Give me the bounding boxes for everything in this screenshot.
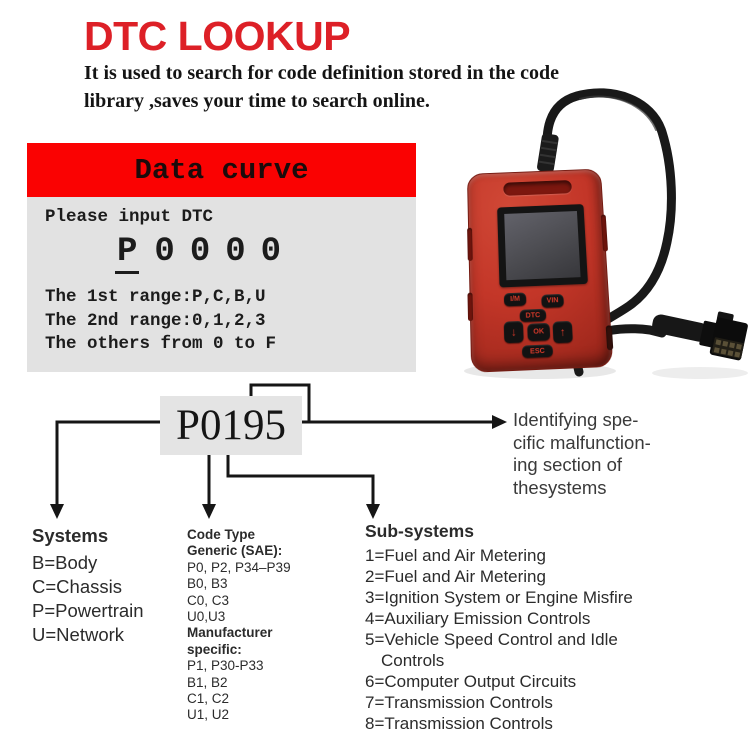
systems-column: Systems B=Body C=Chassis P=Powertrain U=… (32, 524, 144, 647)
arrowhead-systems (50, 504, 64, 519)
obd2-scanner-device: I/M VIN DTC ↓ OK ↑ ESC (466, 168, 614, 373)
systems-item: U=Network (32, 624, 125, 645)
device-vin-button: VIN (541, 293, 564, 308)
systems-header: Systems (32, 525, 109, 546)
device-dtc-button: DTC (519, 308, 547, 323)
manufacturer-item: B1, B2 (187, 674, 228, 690)
device-top-slot (503, 180, 573, 196)
dtc-code-letter: P (115, 233, 140, 274)
systems-item: C=Chassis (32, 576, 122, 597)
sub-systems-item: 1=Fuel and Air Metering (365, 546, 546, 565)
range-hint: The 1st range:P,C,B,U (45, 287, 266, 307)
sub-systems-item: 4=Auxiliary Emission Controls (365, 609, 591, 628)
dtc-range-hints: The 1st range:P,C,B,U The 2nd range:0,1,… (45, 286, 398, 357)
manufacturer-item: C1, C2 (187, 691, 230, 707)
sub-systems-column: Sub-systems 1=Fuel and Air Metering 2=Fu… (365, 521, 633, 734)
device-im-button: I/M (503, 292, 527, 307)
sub-systems-item: 2=Fuel and Air Metering (365, 567, 546, 586)
panel-body: Please input DTC P 0 0 0 0 The 1st range… (27, 197, 416, 372)
panel-banner: Data curve (27, 143, 416, 197)
generic-item: C0, C3 (187, 592, 230, 608)
device-side-notch (600, 214, 609, 252)
page-title: DTC LOOKUP (84, 13, 351, 59)
device-down-arrow-button: ↓ (503, 320, 524, 344)
obd-connector-plug (652, 311, 748, 361)
dtc-code-digit: 0 (225, 233, 246, 271)
device-up-arrow-button: ↑ (552, 320, 573, 344)
dtc-code-input: P 0 0 0 0 (115, 233, 398, 274)
device-screen-bezel (497, 204, 588, 288)
arrowhead-code-type (202, 504, 216, 519)
panel-banner-label: Data curve (134, 153, 309, 187)
data-curve-panel: Data curve Please input DTC P 0 0 0 0 Th… (27, 143, 416, 372)
sub-systems-item: 3=Ignition System or Engine Misfire (365, 588, 633, 607)
cable-strain-relief (537, 133, 559, 173)
example-dtc-code: P0195 (176, 402, 286, 449)
device-side-notch (467, 292, 474, 322)
sub-systems-item: 8=Transmission Controls (365, 714, 553, 733)
obd-pins (713, 339, 742, 358)
device-esc-button: ESC (521, 344, 554, 359)
generic-label: Generic (SAE): (187, 543, 283, 559)
dtc-input-prompt: Please input DTC (45, 207, 214, 227)
range-hint: The 2nd range:0,1,2,3 (45, 310, 266, 331)
arrowhead-annotation (492, 415, 507, 429)
sub-systems-item: 6=Computer Output Circuits (365, 672, 577, 691)
generic-item: P0, P2, P34–P39 (187, 559, 291, 575)
manufacturer-label: Manufacturer specific: (187, 625, 273, 657)
manufacturer-item: P1, P30-P33 (187, 658, 264, 674)
dtc-code-digit: 0 (260, 233, 282, 271)
device-screen (504, 210, 581, 281)
sub-systems-header: Sub-systems (365, 521, 474, 541)
code-type-header: Code Type (187, 527, 256, 542)
plug-shadow (652, 367, 748, 379)
device-ok-button: OK (527, 322, 551, 342)
arrowhead-sub-systems (366, 504, 380, 519)
manufacturer-item: U1, U2 (187, 707, 230, 723)
sub-systems-item: Controls (381, 651, 445, 670)
range-hint: The others from 0 to F (45, 334, 277, 354)
sub-systems-item: 7=Transmission Controls (365, 693, 553, 712)
code-type-column: Code Type Generic (SAE): P0, P2, P34–P39… (187, 527, 291, 724)
dtc-code-digit: 0 (154, 233, 175, 271)
device-side-notch (467, 227, 473, 262)
dtc-code-digit: 0 (189, 233, 211, 271)
sub-systems-item: 5=Vehicle Speed Control and Idle (365, 630, 618, 649)
example-dtc-code-box: P0195 (160, 396, 302, 455)
generic-item: B0, B3 (187, 576, 228, 592)
systems-item: B=Body (32, 552, 98, 573)
systems-item: P=Powertrain (32, 600, 144, 621)
specific-fault-annotation: Identifying spe- cific malfunction- ing … (513, 409, 651, 498)
device-side-notch (605, 325, 614, 351)
page-subtitle: It is used to search for code definition… (84, 62, 559, 112)
generic-item: U0,U3 (187, 609, 226, 625)
